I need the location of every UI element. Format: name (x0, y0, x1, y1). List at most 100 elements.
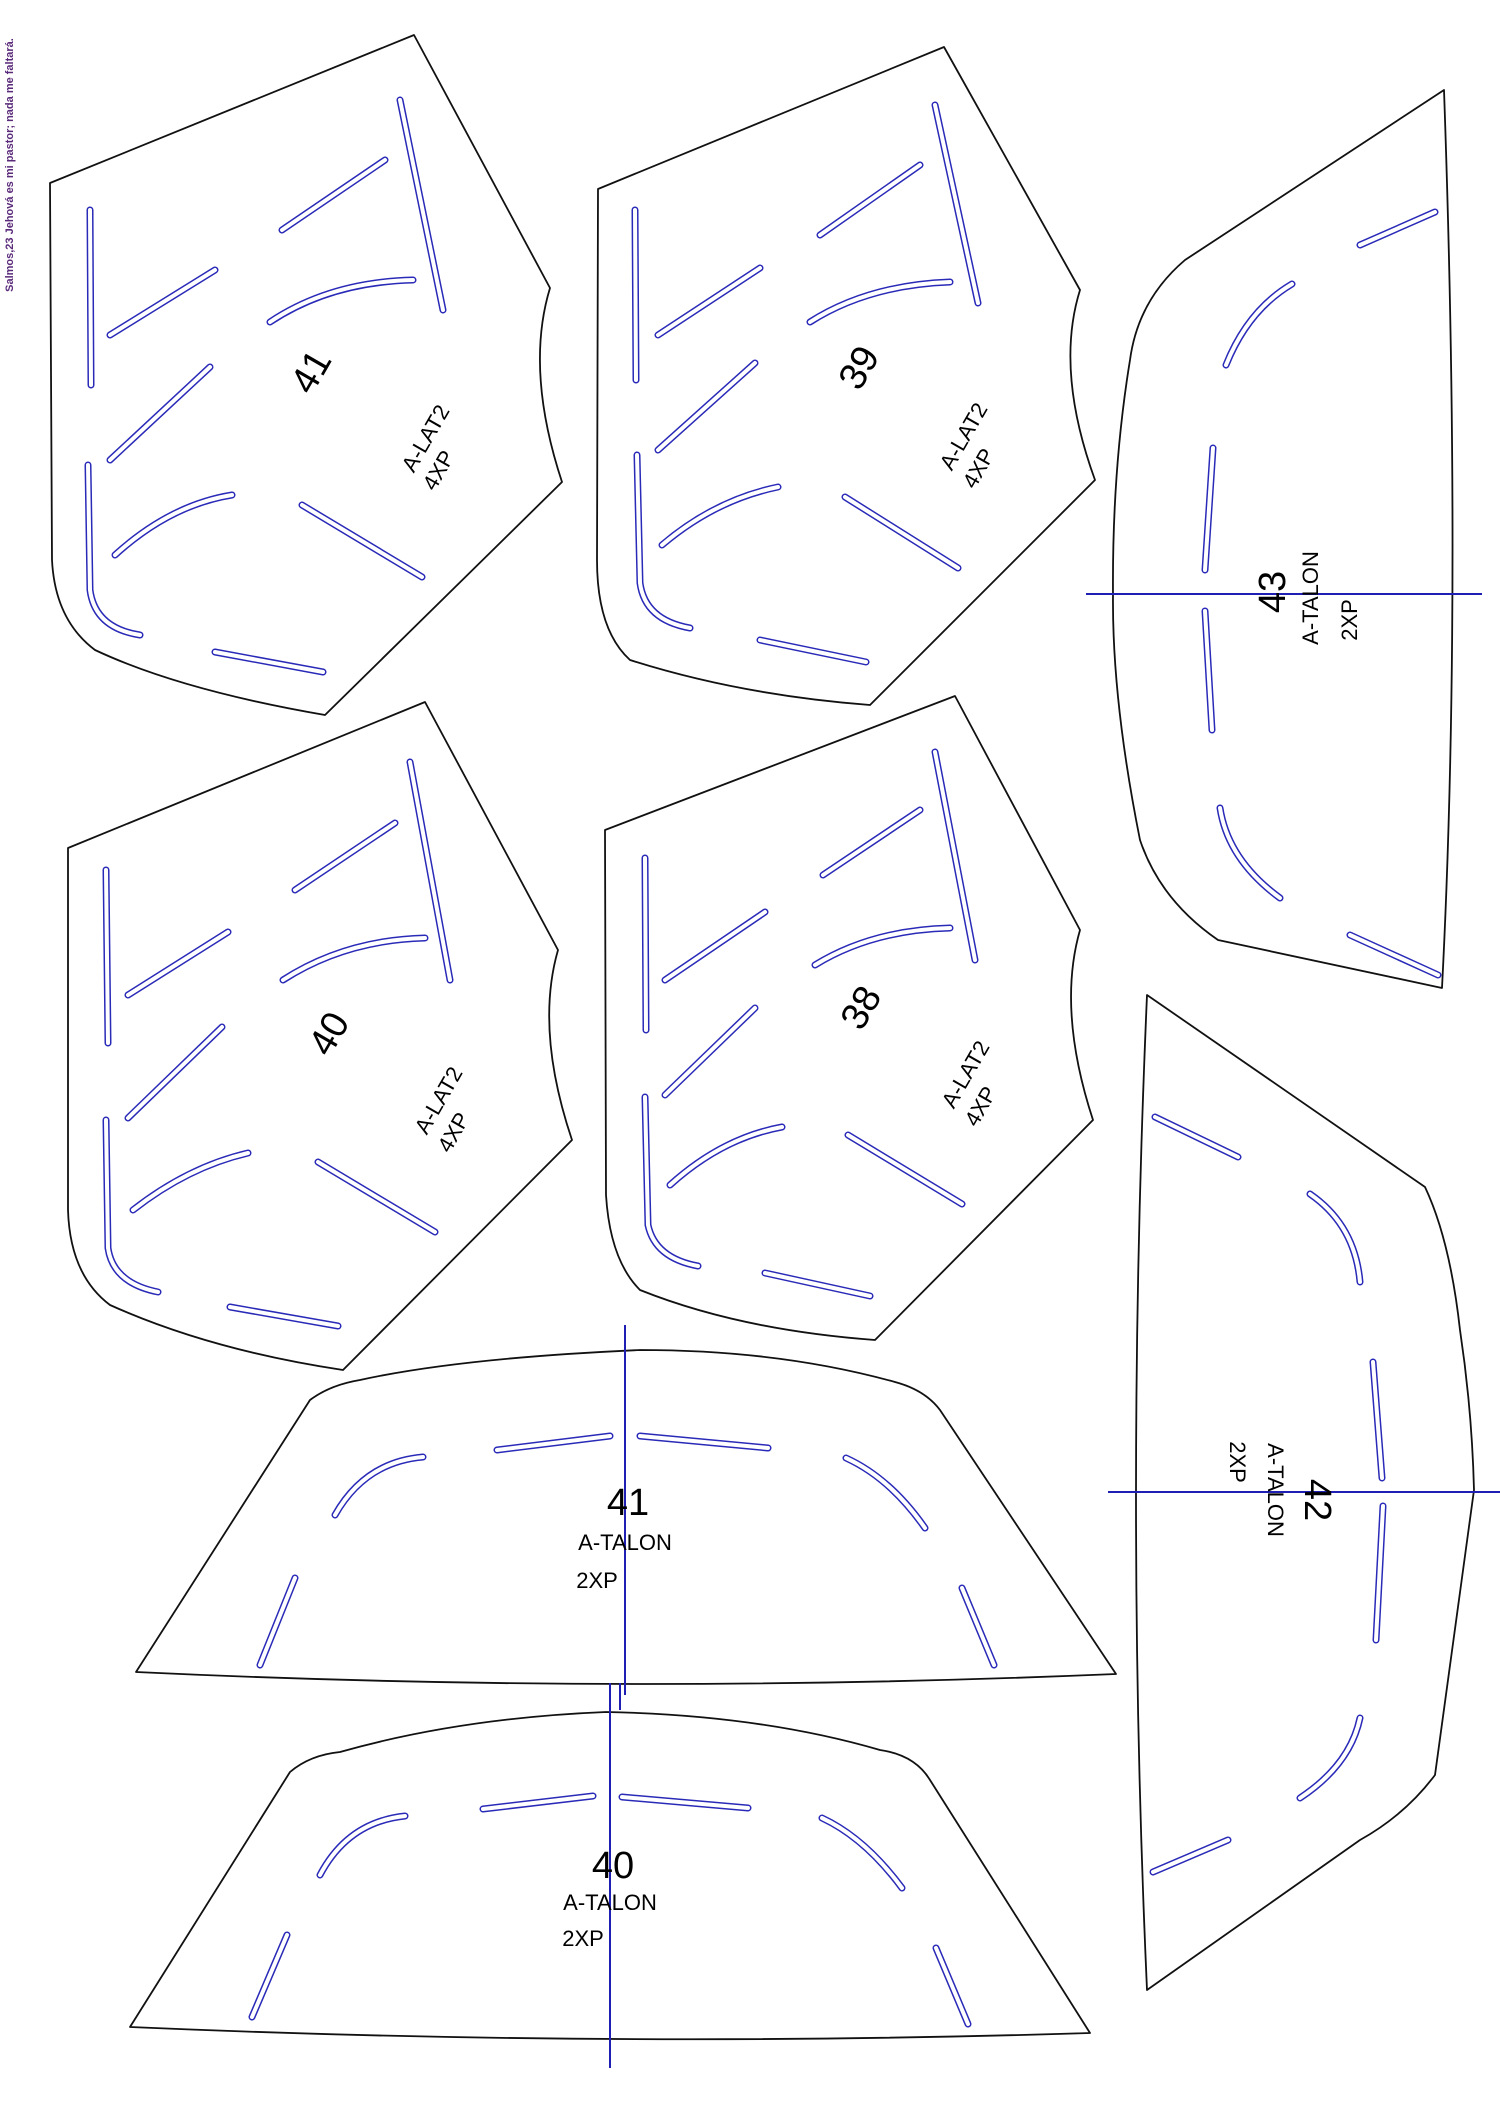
slot-line (316, 1812, 409, 1879)
piece-quantity: 2XP (1225, 1441, 1250, 1483)
slot-line-core (316, 1160, 437, 1234)
slot-line-core (638, 1434, 770, 1450)
slot-line-core (126, 930, 230, 997)
piece-part: A-TALON (1263, 1443, 1288, 1537)
slot-line-core (1151, 1838, 1230, 1874)
slot-line-core (86, 463, 142, 637)
piece-outline (1112, 89, 1454, 989)
piece-part: A-TALON (563, 1890, 657, 1915)
piece-number: 39 (831, 339, 889, 397)
slot-line-core (663, 1006, 757, 1097)
piece-lat2-41: 41 A-LAT2 4XP (49, 34, 563, 716)
piece-quantity: 2XP (562, 1926, 604, 1951)
slot-line-core (960, 1586, 996, 1667)
piece-outline (49, 34, 563, 716)
slot-line-core (104, 1118, 160, 1294)
slot-line-core (131, 1151, 250, 1212)
piece-number: 41 (607, 1482, 649, 1524)
slot-line-core (820, 1816, 904, 1890)
slot-line-core (250, 1933, 289, 2019)
slot-line (279, 934, 429, 984)
slot-line-core (1218, 806, 1282, 900)
piece-lat2-40: 40 A-LAT2 4XP (67, 701, 573, 1371)
slot-line (111, 491, 236, 559)
slot-group (1201, 208, 1442, 979)
piece-lat2-38: 38 A-LAT2 4XP (604, 695, 1094, 1341)
slot-line-core (126, 1025, 224, 1120)
slot-line (1216, 804, 1284, 902)
slot-line-core (821, 808, 922, 877)
slot-group (256, 1432, 998, 1669)
slot-line-core (1153, 1115, 1240, 1159)
piece-part: A-TALON (578, 1530, 672, 1555)
slot-group (641, 748, 979, 1300)
slot-line-core (113, 493, 234, 557)
slot-line-core (813, 926, 952, 967)
slot-line-core (846, 1133, 964, 1206)
slot-line-core (643, 856, 648, 1032)
slot-line-core (495, 1434, 612, 1452)
slot-line (666, 1123, 786, 1189)
piece-number: 43 (1252, 571, 1294, 613)
piece-outline (1135, 994, 1475, 1991)
slot-line (842, 1454, 929, 1532)
slot-line-core (1203, 446, 1215, 572)
piece-outline (596, 46, 1096, 706)
slot-group (1149, 1113, 1387, 1876)
slot-line (1306, 1190, 1364, 1286)
slot-line-core (633, 208, 638, 382)
slot-line (818, 1814, 906, 1892)
piece-quantity: 2XP (576, 1568, 618, 1593)
slot-line-core (398, 98, 445, 312)
piece-part: A-TALON (1298, 551, 1323, 645)
slot-line-core (293, 821, 397, 892)
slot-line (806, 278, 954, 326)
slot-line-core (620, 1795, 750, 1810)
piece-number: 38 (833, 979, 891, 1037)
slot-line-core (108, 268, 217, 337)
piece-number: 41 (283, 343, 341, 401)
slot-line-core (758, 638, 868, 664)
slot-line-core (934, 1946, 970, 2026)
piece-outline (135, 1349, 1117, 1685)
slot-line-core (656, 361, 757, 452)
piece-number: 42 (1296, 1479, 1338, 1521)
piece-number: 40 (301, 1005, 359, 1063)
slot-line-core (1298, 1716, 1362, 1800)
slot-group (631, 101, 982, 666)
slot-line-core (481, 1794, 595, 1811)
slot-line-core (1348, 933, 1440, 977)
slot-group (102, 758, 454, 1330)
slot-line-core (268, 278, 415, 324)
slot-line (1296, 1714, 1364, 1802)
piece-lat2-39: 39 A-LAT2 4XP (596, 46, 1096, 706)
slot-line-core (663, 910, 767, 982)
slot-line (129, 1149, 252, 1214)
slot-line-core (1308, 1192, 1362, 1284)
slot-line-core (844, 1456, 927, 1530)
slot-line-core (1374, 1504, 1385, 1642)
slot-line-core (763, 1271, 872, 1298)
slot-line (811, 924, 954, 969)
piece-outline (129, 1711, 1091, 2041)
slot-line-core (408, 760, 452, 982)
slot-line-core (933, 750, 977, 962)
slot-group (84, 96, 447, 676)
slot-line-core (818, 163, 922, 237)
piece-outline (604, 695, 1094, 1341)
slot-line-core (808, 280, 952, 324)
slot-line-core (656, 266, 762, 337)
slot-line-core (1203, 609, 1214, 732)
slot-line (658, 483, 782, 549)
piece-number: 40 (592, 1845, 634, 1887)
slot-line-core (933, 103, 980, 305)
slot-line-core (843, 495, 960, 570)
piece-talon-42: 42 A-TALON 2XP (1108, 994, 1500, 1991)
piece-talon-41: 41 A-TALON 2XP (135, 1325, 1117, 1695)
slot-line (1222, 280, 1296, 369)
slot-line-core (668, 1125, 784, 1187)
slot-line-core (635, 453, 692, 630)
piece-quantity: 2XP (1337, 599, 1362, 641)
slot-line-core (88, 208, 93, 387)
